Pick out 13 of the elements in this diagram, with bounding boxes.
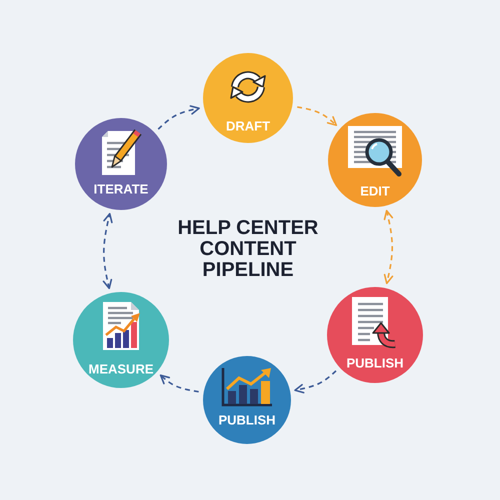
arrow	[102, 212, 113, 290]
node-label: DRAFT	[226, 118, 270, 134]
arrow	[297, 106, 338, 126]
node-label: EDIT	[360, 184, 390, 198]
arrow	[294, 370, 337, 394]
arrow	[158, 105, 200, 130]
node-label: PUBLISH	[218, 412, 276, 428]
arrow	[160, 374, 199, 393]
node-label: ITERATE	[94, 182, 148, 196]
node-label: PUBLISH	[346, 356, 404, 370]
arrow	[384, 210, 394, 284]
diagram-title: HELP CENTER CONTENT PIPELINE	[176, 218, 320, 281]
node-label: MEASURE	[88, 362, 154, 376]
